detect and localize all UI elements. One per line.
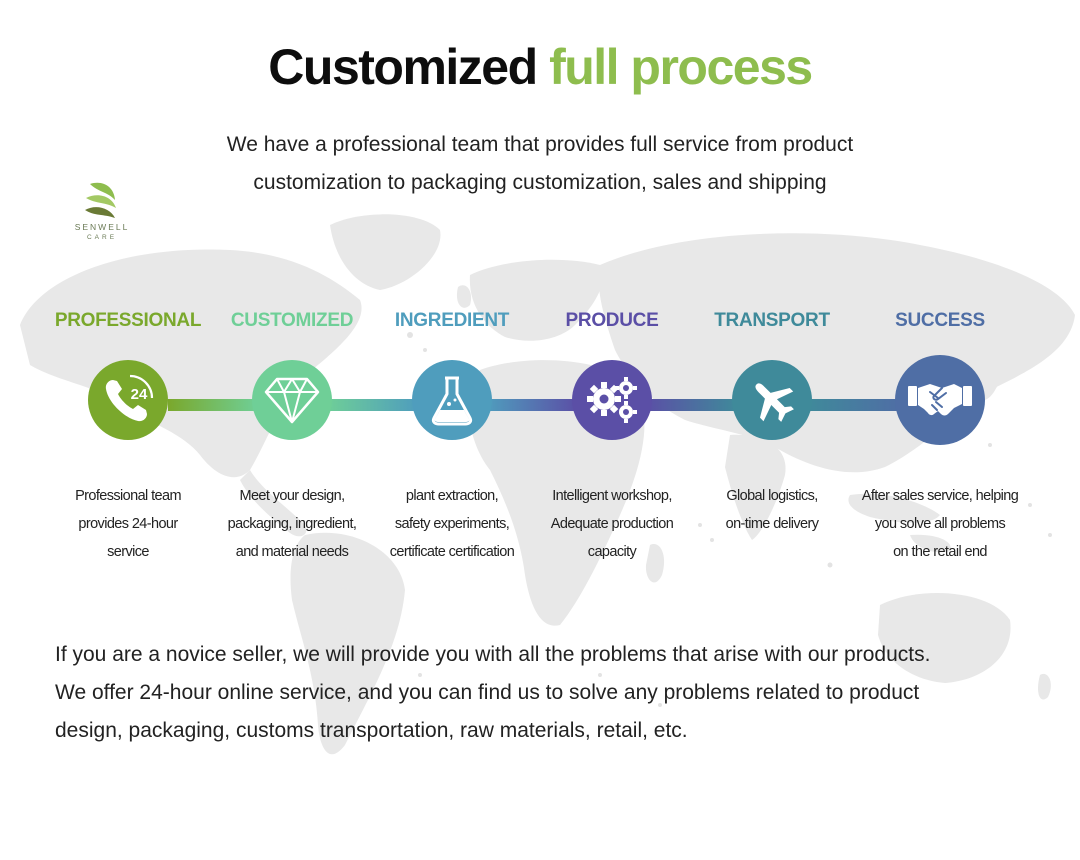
flask-icon <box>431 376 473 426</box>
diamond-icon <box>264 377 320 424</box>
connector-1 <box>168 399 258 411</box>
step-icon-circle <box>572 360 652 440</box>
step-icon-circle <box>732 360 812 440</box>
connector-4 <box>646 399 738 411</box>
logo-name: SENWELL <box>74 222 130 232</box>
handshake-icon <box>908 384 972 416</box>
title-part-dark: Customized <box>268 39 538 95</box>
svg-text:24: 24 <box>131 386 148 403</box>
step-description: plant extraction, safety experiments, ce… <box>389 488 515 560</box>
step-title: PROFESSIONAL <box>54 310 202 331</box>
title-part-green: full process <box>549 39 813 95</box>
phone-24-icon: 24 <box>105 374 154 422</box>
step-title: CUSTOMIZED <box>230 310 354 331</box>
step-description: Meet your design, packaging, ingredient,… <box>227 488 357 560</box>
bottom-line-1: If you are a novice seller, we will prov… <box>55 643 931 666</box>
step-title: TRANSPORT <box>714 310 830 331</box>
step-icon-circle <box>895 355 985 445</box>
connector-2 <box>326 399 418 411</box>
step-description: Global logistics, on-time delivery <box>725 488 819 532</box>
connector-3 <box>486 399 578 411</box>
brand-logo: SENWELL CARE <box>66 178 138 248</box>
step-icon-circle <box>412 360 492 440</box>
step-description: After sales service, helping you solve a… <box>861 488 1019 560</box>
page-subtitle: We have a professional team that provide… <box>140 126 940 202</box>
step-icon-circle: 24 <box>88 360 168 440</box>
airplane-icon <box>755 383 794 422</box>
leaf-logo-icon <box>85 182 116 218</box>
step-title: SUCCESS <box>895 310 985 331</box>
gears-icon <box>587 377 637 423</box>
step-title: INGREDIENT <box>394 310 510 331</box>
logo-subname: CARE <box>86 234 118 241</box>
step-description: Professional team provides 24-hour servi… <box>75 488 181 560</box>
bottom-line-2: We offer 24-hour online service, and you… <box>55 681 920 704</box>
connector-5 <box>806 399 900 411</box>
bottom-paragraph: If you are a novice seller, we will prov… <box>55 636 1045 750</box>
subtitle-line-1: We have a professional team that provide… <box>226 133 854 156</box>
subtitle-line-2: customization to packaging customization… <box>253 171 827 194</box>
step-description: Intelligent workshop, Adequate productio… <box>550 488 674 560</box>
page-title: Customized full process <box>0 38 1080 96</box>
step-icon-circle <box>252 360 332 440</box>
bottom-line-3: design, packaging, customs transportatio… <box>55 719 688 742</box>
step-title: PRODUCE <box>565 310 659 331</box>
